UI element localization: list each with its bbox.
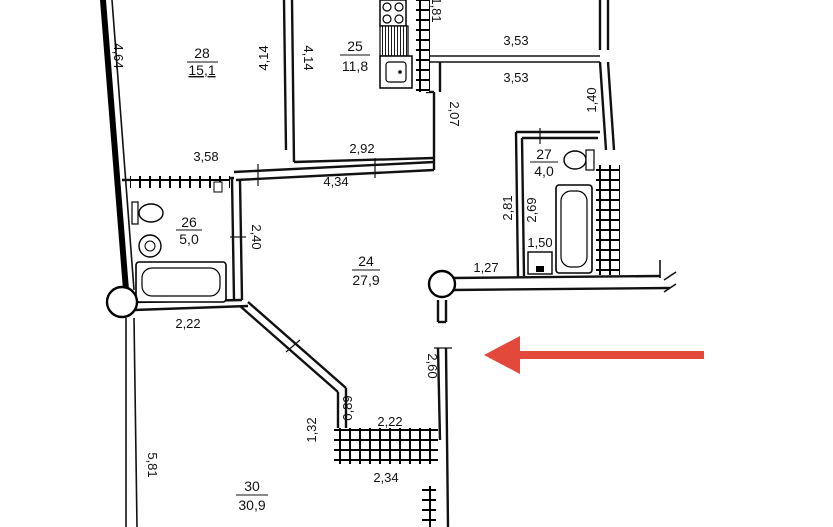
room-30-walls	[239, 301, 438, 527]
dim-label: 4,64	[111, 43, 126, 68]
toilet-icon	[131, 201, 164, 225]
dim-label: 2,40	[249, 224, 264, 249]
dim-label: 4,14	[256, 45, 271, 70]
room-label-26: 26 5,0	[176, 214, 202, 247]
room-number: 25	[347, 38, 363, 54]
dim-label: 2,69	[524, 197, 539, 222]
room-number: 28	[194, 45, 210, 61]
room-area: 15,1	[188, 62, 215, 78]
room-number: 24	[358, 253, 374, 269]
room-label-28: 28 15,1	[187, 45, 218, 78]
dim-label: 2,60	[425, 353, 440, 378]
dim-label: 3,53	[503, 70, 528, 85]
dim-label: 2,92	[349, 141, 374, 156]
sink-icon	[138, 234, 162, 258]
room-area: 5,0	[179, 231, 199, 247]
room-label-25: 25 11,8	[340, 38, 370, 74]
ventilation-shaft	[416, 0, 430, 92]
kitchen-counter-icon	[379, 25, 413, 89]
right-horizontal-wall	[427, 260, 677, 299]
dim-label: 3,58	[193, 149, 218, 164]
dim-label: 2,22	[377, 414, 402, 429]
bathtub-27-icon	[555, 184, 593, 274]
dim-label: 2,22	[175, 316, 200, 331]
bathroom-27-walls	[514, 128, 620, 279]
dim-label: 1,81	[429, 0, 444, 23]
bathtub-icon	[135, 261, 227, 303]
sink-27-icon	[527, 251, 553, 275]
room-area: 4,0	[534, 163, 554, 179]
entrance-wall	[434, 300, 452, 527]
small-fixture-icon	[213, 181, 223, 193]
toilet-27-icon	[563, 149, 595, 171]
dim-label: 1,40	[584, 87, 599, 112]
dim-label: 5,81	[145, 452, 160, 477]
room-area: 27,9	[352, 272, 379, 288]
outer-left-wall	[100, 0, 138, 527]
room-label-27: 27 4,0	[530, 146, 558, 179]
stove-icon	[379, 0, 407, 27]
dim-label: 3,53	[503, 33, 528, 48]
dim-label: 2,34	[373, 470, 398, 485]
middle-walls	[121, 158, 436, 188]
room-number: 30	[244, 478, 260, 494]
dim-label: 4,14	[301, 45, 316, 70]
room-label-24: 24 27,9	[352, 253, 380, 288]
dim-label: 1,27	[473, 260, 498, 275]
dimension-labels: 4,64 4,14 4,14 1,81 3,53 3,53 1,40 2,07 …	[111, 0, 599, 485]
room-number: 26	[181, 214, 197, 230]
room-area: 30,9	[238, 497, 265, 513]
dim-label: 0,89	[340, 395, 355, 420]
column-left	[105, 285, 139, 319]
room-label-30: 30 30,9	[236, 478, 268, 513]
entrance-arrow-icon	[484, 336, 704, 374]
dim-label: 1,50	[527, 235, 552, 250]
room-number: 27	[536, 146, 552, 162]
room-area: 11,8	[342, 58, 368, 74]
dim-label: 1,32	[304, 417, 319, 442]
dim-label: 2,07	[447, 101, 462, 126]
dim-label: 4,34	[323, 174, 348, 189]
dim-label: 2,81	[500, 195, 515, 220]
